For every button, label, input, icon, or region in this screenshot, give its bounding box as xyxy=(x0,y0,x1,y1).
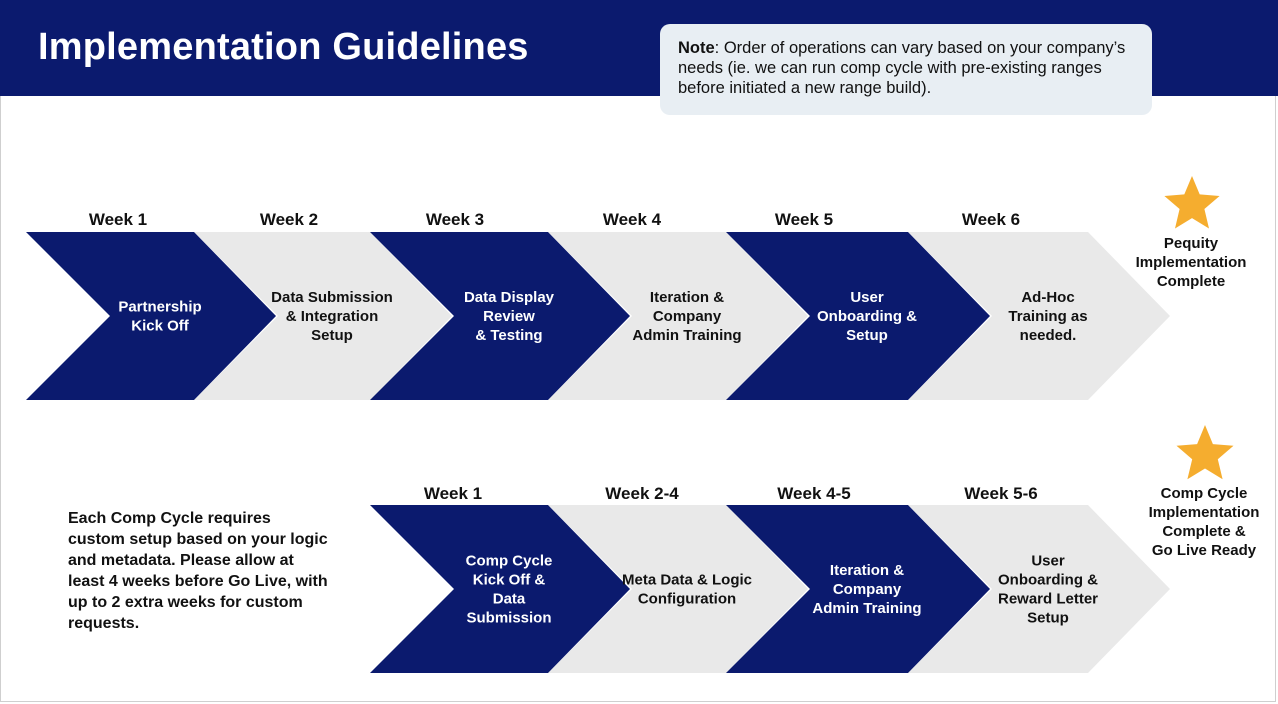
row1-week-label-2: Week 2 xyxy=(260,210,318,229)
row1-step-1-chevron xyxy=(26,232,276,400)
row2-step-4-label: Setup xyxy=(1027,610,1069,627)
row2-step-2-chevron xyxy=(548,505,808,673)
star-icon xyxy=(1164,176,1220,229)
row2-step-4-label: User xyxy=(1031,553,1065,570)
row2-week-label-2: Week 2-4 xyxy=(605,484,679,503)
row2-complete-label: Implementation xyxy=(1149,504,1260,521)
row1-step-6-label: needed. xyxy=(1020,327,1077,344)
row2-step-4-label: Reward Letter xyxy=(998,591,1098,608)
row1-step-2-chevron xyxy=(194,232,452,400)
star-icon xyxy=(1176,425,1234,480)
row1-step-6-label: Training as xyxy=(1008,308,1087,325)
row1-step-6-label: Ad-Hoc xyxy=(1021,289,1074,306)
row2-step-3-label: Company xyxy=(833,581,902,598)
row1-step-3-label: Data Display xyxy=(464,289,555,306)
row2-complete-label: Go Live Ready xyxy=(1152,542,1257,559)
row2-step-1-label: Kick Off & xyxy=(473,572,546,589)
page-title: Implementation Guidelines xyxy=(38,26,529,68)
row1-step-5-label: Setup xyxy=(846,327,888,344)
row1-week-label-4: Week 4 xyxy=(603,210,662,229)
row1-step-4-label: Iteration & xyxy=(650,289,724,306)
row1-complete-label: Complete xyxy=(1157,273,1225,290)
note-label: Note xyxy=(678,39,715,57)
row2-complete-label: Comp Cycle xyxy=(1161,485,1248,502)
row2-step-3-chevron xyxy=(726,505,990,673)
row2-step-4-label: Onboarding & xyxy=(998,572,1098,589)
row1-complete-label: Implementation xyxy=(1136,254,1247,271)
row1-step-2-label: Data Submission xyxy=(271,289,393,306)
row2-step-1-label: Comp Cycle xyxy=(466,553,553,570)
row1-step-4-label: Admin Training xyxy=(632,327,741,344)
row1-week-label-1: Week 1 xyxy=(89,210,147,229)
row1-complete-label: Pequity xyxy=(1164,235,1219,252)
row2-step-1-label: Data xyxy=(493,591,526,608)
row2-week-label-3: Week 4-5 xyxy=(777,484,850,503)
row1-week-label-3: Week 3 xyxy=(426,210,484,229)
row1-step-2-label: Setup xyxy=(311,327,353,344)
row1-step-1-label: Partnership xyxy=(118,299,201,316)
row1-step-3-chevron xyxy=(370,232,630,400)
row1-step-5-label: User xyxy=(850,289,884,306)
row2-step-2-label: Meta Data & Logic xyxy=(622,572,752,589)
row1-step-2-label: & Integration xyxy=(286,308,379,325)
note-text: : Order of operations can vary based on … xyxy=(678,39,1126,97)
row1-step-4-label: Company xyxy=(653,308,722,325)
note-box: Note: Order of operations can vary based… xyxy=(660,24,1152,115)
row1-step-3-label: Review xyxy=(483,308,535,325)
row1-week-label-6: Week 6 xyxy=(962,210,1020,229)
row1-step-6-chevron xyxy=(908,232,1170,400)
row2-step-2-label: Configuration xyxy=(638,591,736,608)
row2-step-4-chevron xyxy=(908,505,1170,673)
row1-step-5-label: Onboarding & xyxy=(817,308,917,325)
row2-week-label-1: Week 1 xyxy=(424,484,482,503)
row1-step-4-chevron xyxy=(548,232,808,400)
row1-step-5-chevron xyxy=(726,232,990,400)
row1-week-label-5: Week 5 xyxy=(775,210,833,229)
row1-step-3-label: & Testing xyxy=(475,327,542,344)
row2-step-1-label: Submission xyxy=(466,610,551,627)
row1-step-1-label: Kick Off xyxy=(131,318,190,335)
row2-step-3-label: Iteration & xyxy=(830,562,904,579)
row2-step-1-chevron xyxy=(370,505,630,673)
comp-cycle-description: Each Comp Cycle requires custom setup ba… xyxy=(68,510,328,632)
row2-week-label-4: Week 5-6 xyxy=(964,484,1037,503)
row2-step-3-label: Admin Training xyxy=(812,600,921,617)
row2-complete-label: Complete & xyxy=(1162,523,1246,540)
